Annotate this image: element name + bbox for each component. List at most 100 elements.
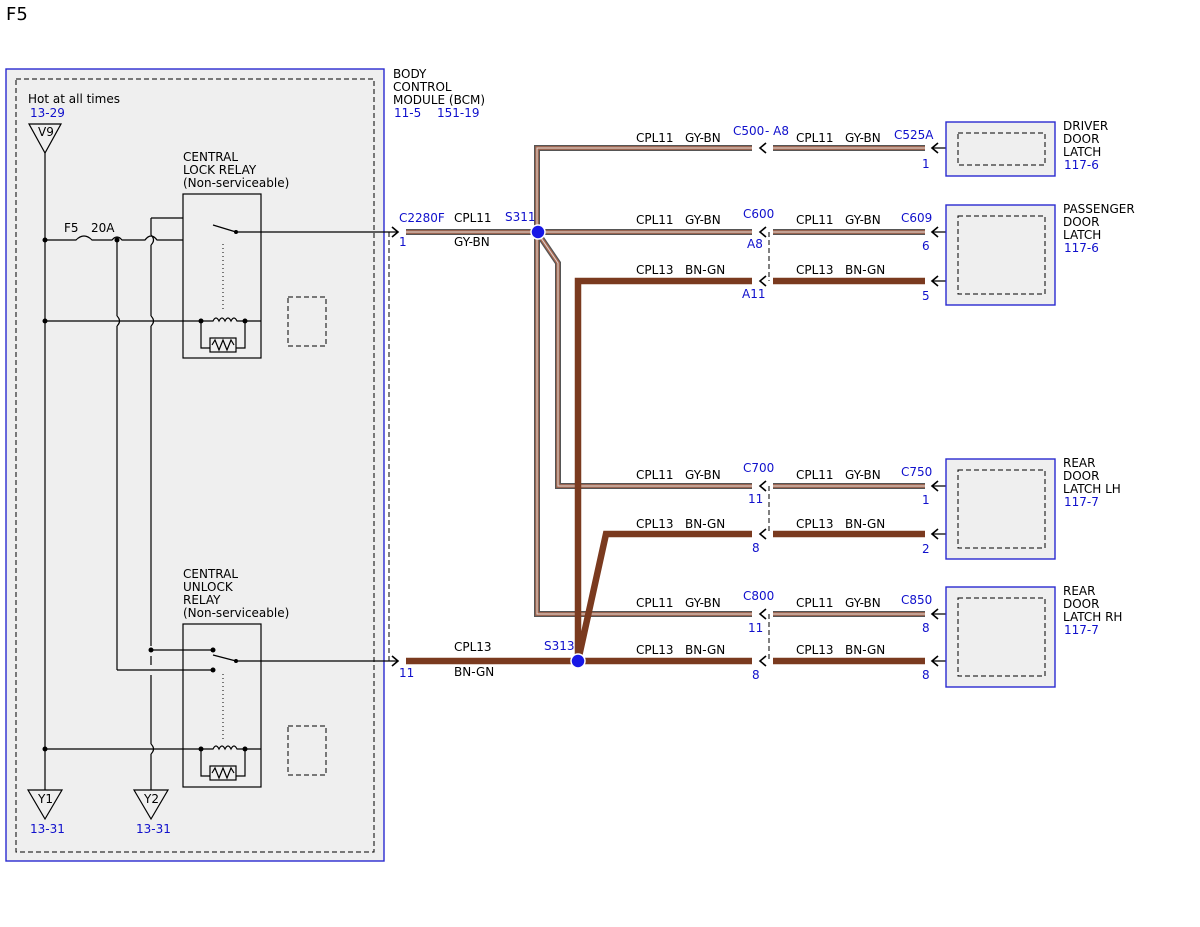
- wire-circuit-label: CPL11: [796, 468, 834, 482]
- ground-y2-icon: [132, 789, 170, 821]
- c609-pin-unlock: 5: [922, 289, 930, 303]
- rear-lh-label-2: DOOR: [1063, 469, 1099, 483]
- rear-rh-label-3: LATCH RH: [1063, 610, 1122, 624]
- passenger-ref: 117-6: [1064, 241, 1099, 255]
- c700-pin-lock: 11: [748, 492, 763, 506]
- lock-relay-box: [182, 193, 262, 359]
- wire-color-label: GY-BN: [845, 131, 881, 145]
- c2280f-label: C2280F: [399, 211, 445, 225]
- c500-label: C500: [733, 124, 764, 138]
- splice-s313-label: S313: [544, 639, 575, 653]
- junction-dot: [242, 318, 248, 324]
- rear-rh-ref: 117-7: [1064, 623, 1099, 637]
- rear-rh-label-1: REAR: [1063, 584, 1095, 598]
- resistor-icon: [209, 765, 237, 781]
- c609-pin-lock: 6: [922, 239, 930, 253]
- wire-circuit-label: CPL11: [454, 211, 492, 225]
- device-connector-arrows: [930, 142, 958, 667]
- c2280f-pin-unlock: 11: [399, 666, 414, 680]
- c600-label: C600: [743, 207, 774, 221]
- c850-pin-lock: 8: [922, 621, 930, 635]
- driver-door-latch-inner: [957, 132, 1046, 166]
- lock-relay-coil-wiring: [45, 320, 261, 349]
- resistor-zigzag-icon: [211, 766, 235, 780]
- passenger-label-1: PASSENGER: [1063, 202, 1135, 216]
- wire-color-label: GY-BN: [845, 213, 881, 227]
- wire-circuit-label: CPL13: [796, 517, 834, 531]
- rear-lh-door-latch-box: [945, 458, 1056, 560]
- wire-color-label: GY-BN: [845, 596, 881, 610]
- rear-lh-door-latch-inner: [957, 469, 1046, 549]
- wire-color-label: BN-GN: [845, 643, 885, 657]
- wire-circuit-label: CPL13: [454, 640, 492, 654]
- splice-s313: [570, 653, 586, 669]
- supply-label: V9: [38, 125, 54, 139]
- wire-color-label: BN-GN: [685, 643, 725, 657]
- wire-circuit-label: CPL11: [636, 596, 674, 610]
- passenger-door-latch-inner: [957, 215, 1046, 295]
- junction-dot: [198, 318, 204, 324]
- junction-dot: [148, 647, 154, 653]
- driver-label-2: DOOR: [1063, 132, 1099, 146]
- bcm-ref-1: 11-5: [394, 106, 421, 120]
- wire-circuit-label: CPL13: [796, 263, 834, 277]
- unlock-relay-label-3: RELAY: [183, 593, 221, 607]
- passenger-door-latch-box: [945, 204, 1056, 306]
- unlock-relay-label-1: CENTRAL: [183, 567, 238, 581]
- junction-dot: [42, 318, 48, 324]
- resistor-zigzag-icon: [211, 338, 235, 352]
- driver-ref: 117-6: [1064, 158, 1099, 172]
- rear-lh-label-3: LATCH LH: [1063, 482, 1121, 496]
- rear-rh-door-latch-box: [945, 586, 1056, 688]
- coil-icon: [201, 745, 245, 751]
- c750-pin-unlock: 2: [922, 542, 930, 556]
- c600-pin-unlock: A11: [742, 287, 765, 301]
- ground-y1-icon: [26, 789, 64, 821]
- unlock-relay-box: [182, 623, 262, 788]
- c700-pin-unlock: 8: [752, 541, 760, 555]
- rear-rh-door-latch-inner: [957, 597, 1046, 677]
- wire-color-label: GY-BN: [845, 468, 881, 482]
- junction-dot: [242, 746, 248, 752]
- page-title: F5: [6, 4, 28, 25]
- wire-circuit-label: CPL11: [636, 131, 674, 145]
- passenger-label-2: DOOR: [1063, 215, 1099, 229]
- c525a-label: C525A: [894, 128, 934, 142]
- wire-color-label: GY-BN: [685, 131, 721, 145]
- wire-circuit-label: CPL11: [796, 131, 834, 145]
- ground-y1-ref: 13-31: [30, 822, 65, 836]
- wire-circuit-label: CPL13: [796, 643, 834, 657]
- c850-pin-unlock: 8: [922, 668, 930, 682]
- coil-icon: [201, 317, 245, 323]
- bcm-name-line-3: MODULE (BCM): [393, 93, 485, 107]
- splice-s311: [530, 224, 546, 240]
- wire-color-label: GY-BN: [685, 213, 721, 227]
- c500-pin: - A8: [765, 124, 789, 138]
- rear-rh-label-2: DOOR: [1063, 597, 1099, 611]
- lock-relay-label-2: LOCK RELAY: [183, 163, 257, 177]
- c700-label: C700: [743, 461, 774, 475]
- c800-label: C800: [743, 589, 774, 603]
- wire-color-label: BN-GN: [845, 517, 885, 531]
- ground-y2-label: Y2: [143, 792, 159, 806]
- unlock-relay-switch-arm: [212, 654, 237, 662]
- hot-ref: 13-29: [30, 106, 65, 120]
- c850-label: C850: [901, 593, 932, 607]
- wire-circuit-label: CPL11: [796, 213, 834, 227]
- c750-label: C750: [901, 465, 932, 479]
- driver-label-3: LATCH: [1063, 145, 1101, 159]
- lock-driver-placeholder: [287, 296, 327, 347]
- lock-relay-switch-arm: [212, 224, 237, 233]
- wire-color-label: BN-GN: [454, 665, 494, 679]
- junction-dot: [42, 746, 48, 752]
- c800-pin-unlock: 8: [752, 668, 760, 682]
- connector-arrow-icon: [391, 655, 400, 667]
- lock-relay-label-3: (Non-serviceable): [183, 176, 289, 190]
- bcm-inner-boundary: [15, 78, 375, 853]
- bcm-ref-2: 151-19: [437, 106, 480, 120]
- unlock-relay-label-4: (Non-serviceable): [183, 606, 289, 620]
- gy-bn-harness: [406, 145, 925, 617]
- relay-contact-dot: [210, 667, 216, 673]
- c800-pin-lock: 11: [748, 621, 763, 635]
